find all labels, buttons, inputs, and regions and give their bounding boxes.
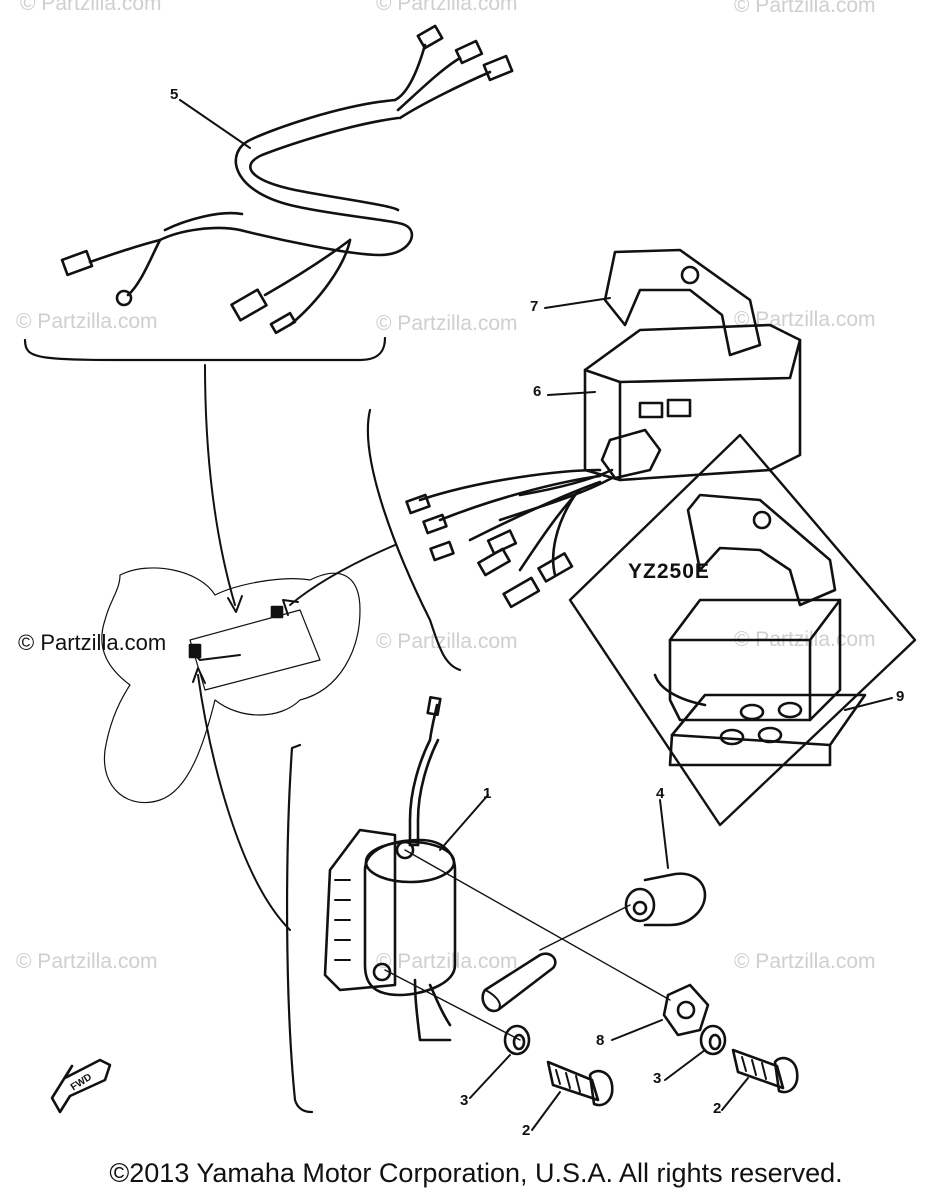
callout-7: 7 xyxy=(530,298,539,315)
washer-right xyxy=(664,1024,727,1081)
yz250e-variant-box xyxy=(568,433,917,827)
cdi-bracket xyxy=(544,248,762,357)
callout-3-right: 3 xyxy=(653,1070,662,1087)
callout-2-right: 2 xyxy=(713,1100,722,1117)
copyright-notice: ©2013 Yamaha Motor Corporation, U.S.A. A… xyxy=(109,1158,843,1188)
watermark: © Partzilla.com xyxy=(16,950,158,973)
watermark: © Partzilla.com xyxy=(376,950,518,973)
washer-left xyxy=(469,1024,531,1099)
callout-8: 8 xyxy=(596,1032,605,1049)
watermark: © Partzilla.com xyxy=(734,950,876,973)
variant-label: YZ250E xyxy=(628,560,710,583)
group-bracket-cdi xyxy=(366,408,462,672)
ignition-coil xyxy=(323,695,489,1042)
group-bracket-coil xyxy=(285,743,314,1114)
direction-arrow-icon xyxy=(50,1058,112,1114)
watermark: © Partzilla.com xyxy=(734,0,876,17)
callout-1: 1 xyxy=(483,785,492,802)
grommet xyxy=(611,983,710,1041)
callout-2-left: 2 xyxy=(522,1122,531,1139)
callout-6: 6 xyxy=(533,383,542,400)
location-arrows xyxy=(192,364,396,931)
cdi-unit xyxy=(405,323,802,609)
rubber-sleeve xyxy=(481,952,557,1013)
callout-5: 5 xyxy=(170,86,179,103)
callout-9: 9 xyxy=(896,688,905,705)
spark-plug-cap xyxy=(624,799,707,927)
watermark: © Partzilla.com xyxy=(376,312,518,335)
watermark-prominent: © Partzilla.com xyxy=(18,630,167,655)
watermark: © Partzilla.com xyxy=(20,0,162,15)
watermark: © Partzilla.com xyxy=(376,630,518,653)
bolt-left xyxy=(531,1060,614,1131)
callout-3-left: 3 xyxy=(460,1092,469,1109)
wire-harness xyxy=(23,24,514,362)
callout-4: 4 xyxy=(656,785,665,802)
exploded-lines xyxy=(384,849,671,1041)
bolt-right xyxy=(721,1048,799,1111)
watermark: © Partzilla.com xyxy=(16,310,158,333)
watermark: © Partzilla.com xyxy=(376,0,518,15)
